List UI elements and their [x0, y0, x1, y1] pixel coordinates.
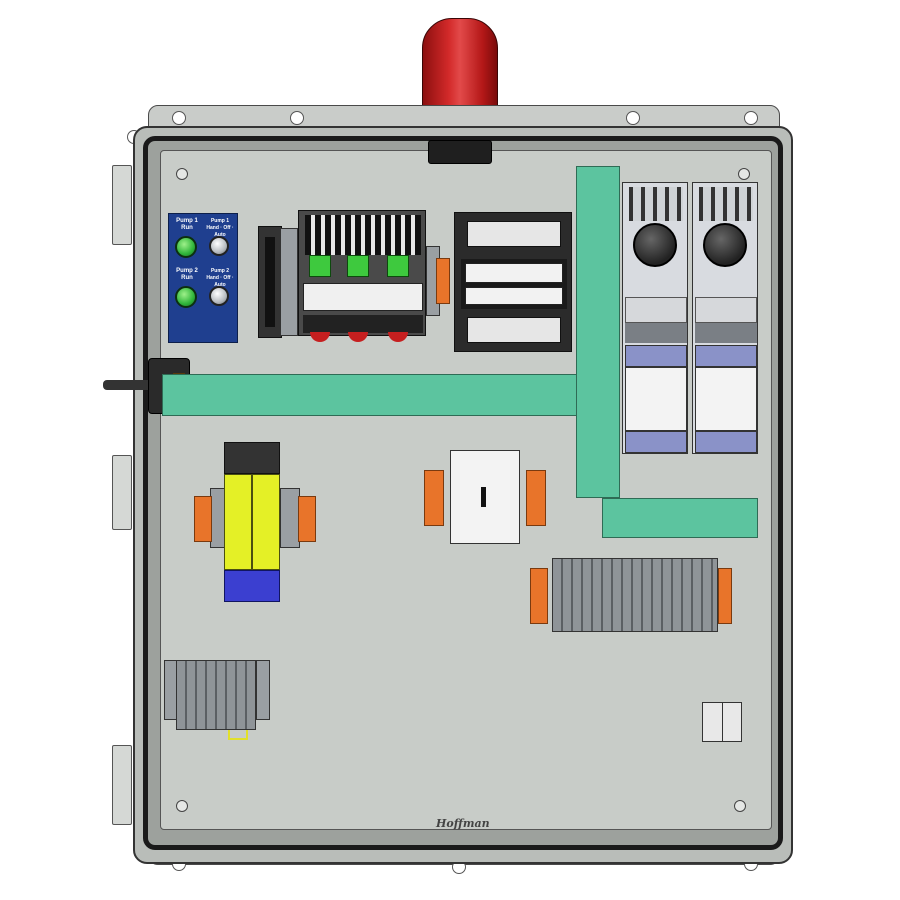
breaker-toggle[interactable] [309, 255, 331, 277]
ground-terminal-block [702, 702, 742, 742]
relay-terminal-bottom [224, 570, 280, 602]
din-end-bracket [280, 488, 300, 548]
panel-screw [734, 800, 746, 812]
horizontal-wire-duct [162, 374, 580, 416]
operator-panel: Pump 1 Run Pump 1 Hand · Off · Auto Pump… [168, 213, 238, 343]
fuse-holder [258, 226, 282, 338]
mounting-hole [290, 111, 304, 125]
motor-protector-knob[interactable] [633, 223, 677, 267]
din-end-bracket [280, 228, 298, 336]
panel-screw [176, 168, 188, 180]
door-hinge[interactable] [112, 745, 132, 825]
din-end-stop [298, 496, 316, 542]
din-end-stop [530, 568, 548, 624]
mounting-hole [626, 111, 640, 125]
terminal-block-strip-small [176, 660, 256, 730]
motor-starter-2 [692, 182, 758, 454]
pump1-run-light [175, 236, 197, 258]
pump2-hoa-label: Pump 2 Hand · Off · Auto [206, 268, 234, 288]
pump2-hoa-selector[interactable] [209, 286, 229, 306]
din-end-bracket [256, 660, 270, 720]
breaker-clip [388, 332, 408, 342]
pump1-hoa-label: Pump 1 Hand · Off · Auto [206, 218, 234, 238]
mounting-hole [744, 111, 758, 125]
din-end-stop [194, 496, 212, 542]
pump1-run-label: Pump 1 Run [176, 218, 198, 231]
din-end-stop [424, 470, 444, 526]
circuit-breaker-group [298, 210, 426, 336]
mounting-hole [172, 111, 186, 125]
relay-module-1 [224, 474, 252, 570]
door-handle[interactable] [103, 380, 153, 390]
lower-wire-duct [602, 498, 758, 538]
breaker-clip [310, 332, 330, 342]
control-transformer [454, 212, 572, 352]
motor-starter-1 [622, 182, 688, 454]
motor-protector-knob[interactable] [703, 223, 747, 267]
phase-monitor-relay [450, 450, 520, 544]
breaker-clip [348, 332, 368, 342]
vertical-wire-duct [576, 166, 620, 498]
panel-screw [738, 168, 750, 180]
door-hinge[interactable] [112, 455, 132, 530]
panel-screw [176, 800, 188, 812]
breaker-toggle[interactable] [347, 255, 369, 277]
pump1-hoa-selector[interactable] [209, 236, 229, 256]
relay-terminal-top [224, 442, 280, 474]
pump2-run-label: Pump 2 Run [176, 268, 198, 281]
din-end-stop [718, 568, 732, 624]
door-hinge[interactable] [112, 165, 132, 245]
beacon-base [428, 140, 492, 164]
breaker-toggle[interactable] [387, 255, 409, 277]
manufacturer-logo: Hoffman [436, 817, 490, 830]
terminal-block-strip [552, 558, 718, 632]
relay-module-2 [252, 474, 280, 570]
din-end-stop [526, 470, 546, 526]
din-end-stop [436, 258, 450, 304]
pump2-run-light [175, 286, 197, 308]
jumper-bar [228, 730, 248, 740]
